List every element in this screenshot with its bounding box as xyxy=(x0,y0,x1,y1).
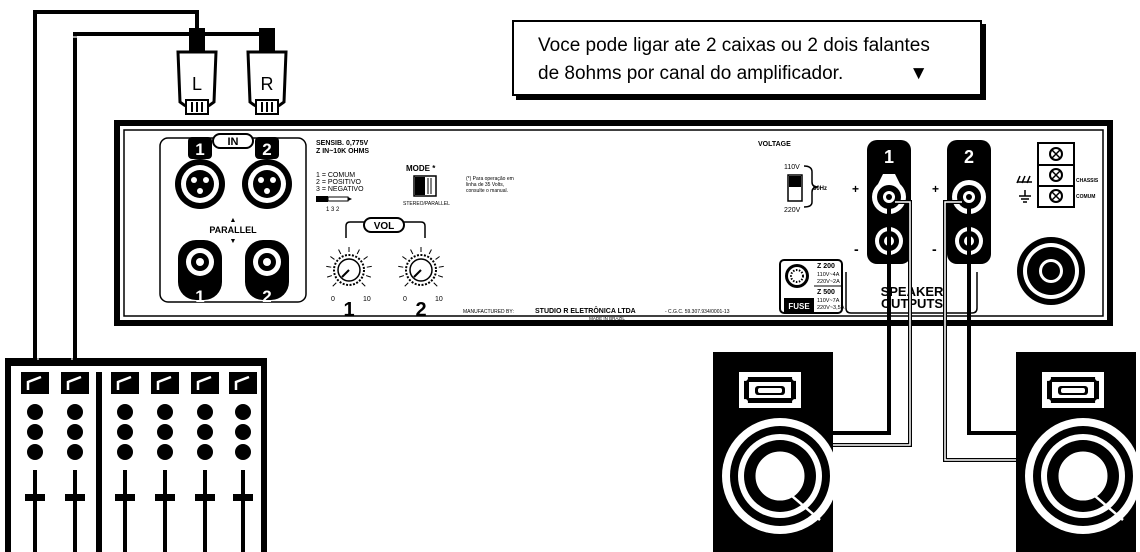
pin-numbers: 1 3 2 xyxy=(326,207,340,213)
volume-knob-2[interactable] xyxy=(398,247,444,287)
down-arrow-icon: ▼ xyxy=(909,63,928,84)
in-label: IN xyxy=(228,136,239,148)
voltage-220: 220V xyxy=(784,207,801,214)
pin-1-label: 1 = COMUM xyxy=(316,172,355,179)
terminal-screw-1[interactable] xyxy=(1049,147,1063,161)
trs-plug-icon xyxy=(316,196,352,202)
mode-sub-label: STEREO/PARALLEL xyxy=(403,201,450,207)
xlr-plug-left: L xyxy=(176,28,218,115)
output-2-minus: - xyxy=(932,241,937,257)
fuse-label: FUSE xyxy=(788,302,810,311)
in-badge xyxy=(212,133,254,149)
manufactured-prefix: MANUFACTURED BY: xyxy=(463,309,514,315)
z200-110: 110V~4A xyxy=(817,272,840,278)
speaker-outputs-label-2: OUTPUTS xyxy=(881,296,943,311)
speaker-cables xyxy=(832,200,1022,462)
output-1-minus: - xyxy=(854,241,859,257)
hz-label: 60Hz xyxy=(813,186,827,192)
mixer-channel-4[interactable] xyxy=(151,372,179,552)
sensib-label: SENSIB. 0,775V xyxy=(316,140,368,147)
xlr-plug-right: R xyxy=(246,28,288,115)
jack-input-2-number: 2 xyxy=(262,287,271,306)
chassis-label: CHASSIS xyxy=(1076,178,1099,184)
z500-110: 110V~7A xyxy=(817,298,840,304)
output-2-plus: + xyxy=(932,182,939,196)
note-line-1: (*) Para operação em xyxy=(466,176,514,182)
instruction-callout: Voce pode ligar ate 2 caixas ou 2 dois f… xyxy=(512,20,982,96)
knob-2-number: 2 xyxy=(415,299,426,321)
svg-text:▲: ▲ xyxy=(230,217,237,224)
z500-220: 220V~3,5A xyxy=(817,305,845,311)
chassis-ground-icon xyxy=(1016,175,1032,184)
terminal-screw-2[interactable] xyxy=(1049,168,1063,182)
jack-input-2[interactable]: 2 xyxy=(245,240,289,306)
volume-knob-1[interactable] xyxy=(326,247,372,287)
made-in-label: MADE IN BRAZIL xyxy=(589,316,625,321)
output-1-plus: + xyxy=(852,182,859,196)
cgc-number: - C.G.C. 59.307.934/0001-13 xyxy=(665,309,730,315)
mixer-channel-1[interactable] xyxy=(21,372,49,552)
output-1-number: 1 xyxy=(884,147,894,167)
xlr-input-2-number: 2 xyxy=(262,140,271,159)
voltage-switch[interactable] xyxy=(787,174,803,202)
dial-1-high: 10 xyxy=(363,296,371,303)
speaker-cabinet-right xyxy=(1016,352,1140,552)
mixer-channel-3[interactable] xyxy=(111,372,139,552)
mixer-channel-6[interactable] xyxy=(229,372,257,552)
vol-label: VOL xyxy=(374,221,395,232)
comum-label: COMUM xyxy=(1076,194,1095,200)
speaker-outputs-label-1: SPEAKER xyxy=(881,284,944,299)
xlr-input-2[interactable]: 2 xyxy=(242,137,292,209)
mode-switch[interactable] xyxy=(413,175,437,197)
plug-label-l: L xyxy=(192,74,202,94)
callout-line-1: Voce pode ligar ate 2 caixas ou 2 dois f… xyxy=(538,35,930,56)
fuse-holder-icon[interactable] xyxy=(785,264,809,288)
note-line-2: linha de 35 Volts, xyxy=(466,182,504,188)
mixer-channel-5[interactable] xyxy=(191,372,219,552)
pin-2-label: 2 = POSITIVO xyxy=(316,179,361,186)
terminal-block xyxy=(1037,142,1075,208)
z200-label: Z 200 xyxy=(817,263,835,270)
terminal-screw-3[interactable] xyxy=(1049,189,1063,203)
speaker-output-2[interactable]: 2 xyxy=(947,140,991,264)
dial-2-low: 0 xyxy=(403,296,407,303)
parallel-label: PARALLEL xyxy=(209,225,257,235)
plug-label-r: R xyxy=(261,74,274,94)
z500-label: Z 500 xyxy=(817,289,835,296)
speaker-cabinet-left xyxy=(713,352,838,552)
jack-input-1[interactable]: 1 xyxy=(178,240,222,306)
mixer xyxy=(5,358,267,552)
pin-3-label: 3 = NEGATIVO xyxy=(316,186,364,193)
amplifier-rear-panel: IN 1 2 ▲ PARALLEL ▼ 1 xyxy=(114,120,1113,326)
xlr-input-1-number: 1 xyxy=(195,140,204,159)
voltage-label: VOLTAGE xyxy=(758,141,791,148)
z200-220: 220V~2A xyxy=(817,279,840,285)
speaker-output-1[interactable]: 1 xyxy=(867,140,911,264)
power-cord-grommet xyxy=(1017,237,1085,305)
xlr-input-1[interactable]: 1 xyxy=(175,137,225,209)
vol-badge xyxy=(363,217,405,233)
fuse-block: FUSE Z 200 110V~4A 220V~2A Z 500 110V~7A… xyxy=(779,259,845,314)
z-in-label: Z IN~10K OHMS xyxy=(316,148,369,155)
jack-input-1-number: 1 xyxy=(195,287,204,306)
note-line-3: consulte o manual. xyxy=(466,188,508,194)
dial-2-high: 10 xyxy=(435,296,443,303)
dial-1-low: 0 xyxy=(331,296,335,303)
knob-1-number: 1 xyxy=(343,299,354,321)
manufacturer-name: STUDIO R ELETRÔNICA LTDA xyxy=(535,306,636,315)
earth-ground-icon xyxy=(1019,190,1031,203)
voltage-110: 110V xyxy=(784,164,800,171)
mode-label: MODE * xyxy=(406,164,436,173)
callout-line-2: de 8ohms por canal do amplificador. xyxy=(538,63,844,84)
mixer-channel-2[interactable] xyxy=(61,372,89,552)
output-2-number: 2 xyxy=(964,147,974,167)
svg-text:▼: ▼ xyxy=(230,238,237,245)
